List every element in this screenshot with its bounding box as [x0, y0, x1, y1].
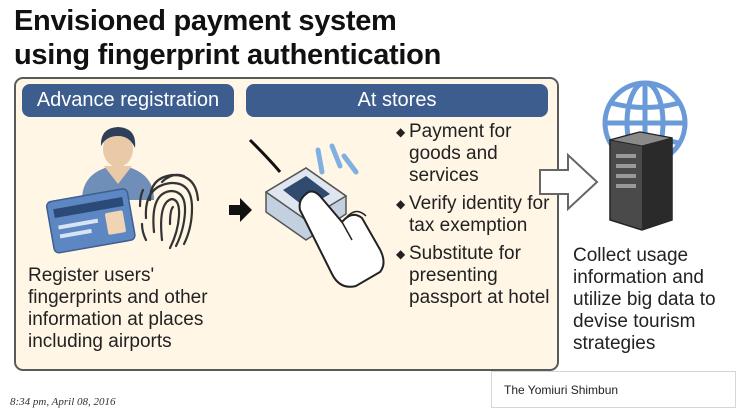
arrow-right-icon	[229, 198, 252, 222]
big-data-description: Collect usage information and utilize bi…	[573, 245, 716, 354]
title-line-2: using fingerprint authentication	[14, 39, 442, 71]
fingerprint-icon	[138, 173, 200, 250]
list-item: ◆Substitute for presenting passport at h…	[396, 243, 550, 308]
diagram-title: Envisioned payment system using fingerpr…	[14, 4, 441, 72]
title-line-1: Envisioned payment system	[14, 5, 397, 37]
hand-icon	[298, 190, 385, 288]
server-icon	[609, 131, 673, 231]
store-uses-list: ◆Payment for goods and services ◆Verify …	[396, 121, 554, 315]
list-item: ◆Verify identity for tax exemption	[396, 193, 550, 236]
advance-registration-header: Advance registration	[22, 84, 234, 117]
registration-description: Register users' fingerprints and other i…	[28, 265, 208, 352]
at-stores-header: At stores	[246, 84, 548, 117]
list-item: ◆Payment for goods and services	[396, 121, 512, 186]
person-icon	[82, 127, 154, 200]
timestamp: 8:34 pm, April 08, 2016	[10, 396, 116, 408]
image-credit: The Yomiuri Shimbun	[491, 371, 736, 408]
hollow-arrow-icon	[539, 152, 599, 212]
id-card-icon	[45, 188, 136, 254]
